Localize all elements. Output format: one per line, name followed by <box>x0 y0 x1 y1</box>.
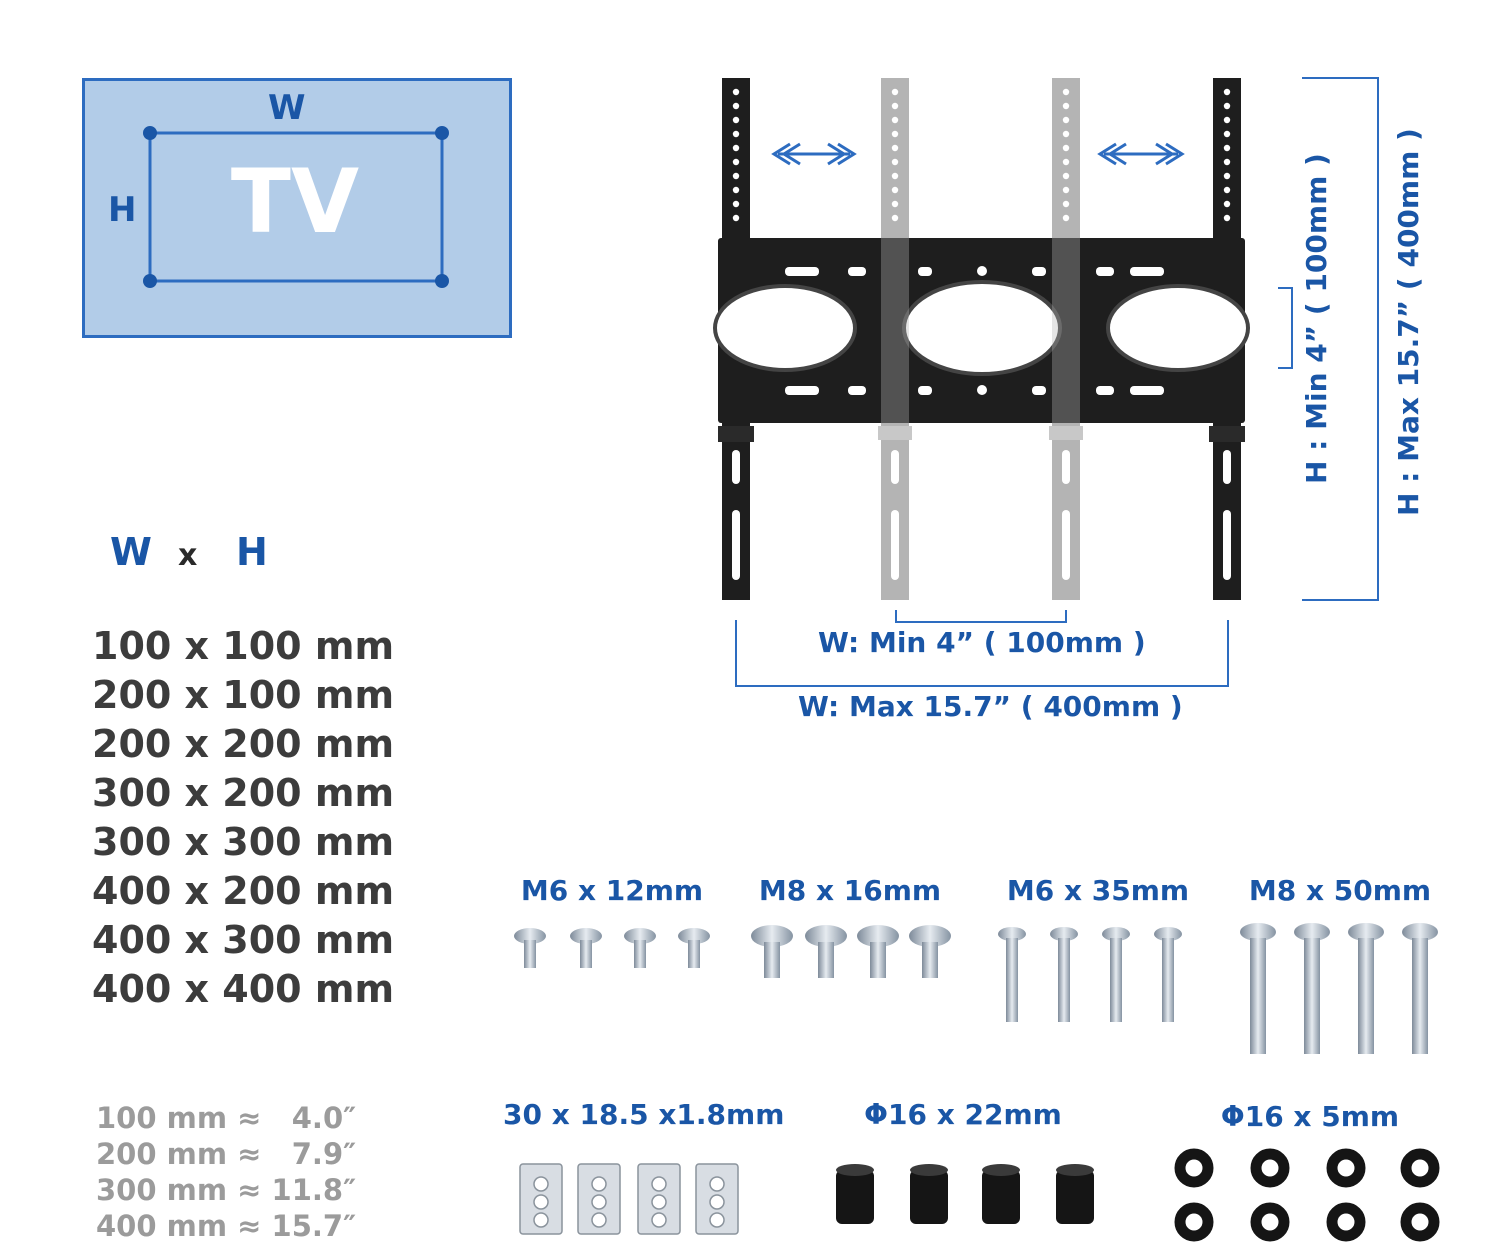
mount-bracket-illustration <box>713 78 1250 687</box>
h-max-label: H : Max 15.7” ( 400mm ) <box>1392 128 1425 516</box>
wall-plate <box>713 238 1250 423</box>
screw-label-m8-16: M8 x 16mm <box>758 874 942 907</box>
h-min-bracket <box>1278 287 1293 369</box>
screw-label-m6-12: M6 x 12mm <box>520 874 704 907</box>
washer-plate-label: 30 x 18.5 x1.8mm <box>503 1098 785 1131</box>
conversion-row: 400 mm ≈ 15.7″ <box>96 1209 357 1243</box>
accessories-illustration <box>519 1148 1440 1242</box>
vesa-size: 200 x 100 mm <box>92 673 395 717</box>
conversion-row: 200 mm ≈ 7.9″ <box>96 1137 357 1171</box>
header-w: W <box>110 530 152 574</box>
tv-height-label: H <box>108 190 137 230</box>
vesa-size: 400 x 400 mm <box>92 967 395 1011</box>
vesa-size: 200 x 200 mm <box>92 722 395 766</box>
vesa-size-list: 100 x 100 mm 200 x 100 mm 200 x 200 mm 3… <box>92 622 394 1014</box>
w-max-label: W: Max 15.7” ( 400mm ) <box>798 690 1183 723</box>
vesa-size: 400 x 200 mm <box>92 869 395 913</box>
w-min-bracket <box>895 610 1067 623</box>
w-min-label: W: Min 4” ( 100mm ) <box>818 626 1146 659</box>
spacer-label: Φ16 x 22mm <box>864 1098 1062 1131</box>
double-arrow-icon <box>1097 142 1185 166</box>
w-max-bracket <box>735 620 1229 687</box>
screw-icon <box>1240 923 1438 1054</box>
tv-width-label: W <box>268 88 306 128</box>
vesa-size: 300 x 200 mm <box>92 771 395 815</box>
conversion-row: 100 mm ≈ 4.0″ <box>96 1101 357 1135</box>
spacer-icon <box>836 1164 1094 1224</box>
h-min-label: H : Min 4” ( 100mm ) <box>1300 153 1333 484</box>
screw-icon <box>514 928 710 968</box>
washer-plate-icon <box>519 1163 739 1235</box>
screw-icon <box>751 925 951 978</box>
ring-label: Φ16 x 5mm <box>1220 1100 1400 1133</box>
screw-icon <box>998 927 1182 1022</box>
vesa-size: 400 x 300 mm <box>92 918 395 962</box>
screw-label-m6-35: M6 x 35mm <box>1006 874 1190 907</box>
double-arrow-icon <box>771 142 857 166</box>
conversion-list: 100 mm ≈ 4.0″ 200 mm ≈ 7.9″ 300 mm ≈ 11.… <box>96 1100 356 1244</box>
tv-screen-outline <box>143 126 449 288</box>
vesa-size: 100 x 100 mm <box>92 624 395 668</box>
tv-label: TV <box>230 150 360 253</box>
header-h: H <box>236 530 268 574</box>
header-x: x <box>178 538 198 573</box>
vesa-size: 300 x 300 mm <box>92 820 395 864</box>
height-brackets <box>1278 77 1379 601</box>
rubber-ring-icon <box>1174 1148 1440 1242</box>
h-max-bracket <box>1302 77 1379 601</box>
screws-illustration <box>514 923 1438 1054</box>
screw-label-m8-50: M8 x 50mm <box>1248 874 1432 907</box>
conversion-row: 300 mm ≈ 11.8″ <box>96 1173 357 1207</box>
tv-diagram <box>82 78 512 338</box>
